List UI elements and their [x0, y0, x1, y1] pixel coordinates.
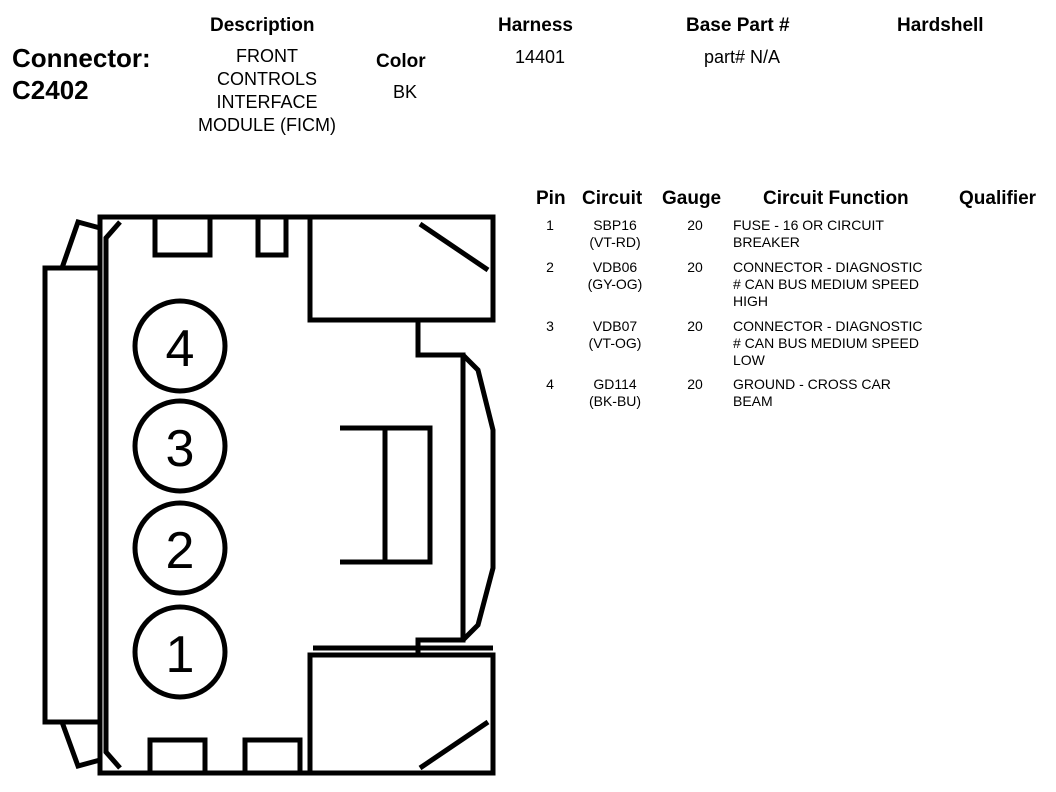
gauge-cell: 20 [687, 318, 703, 334]
pin-column-header: Pin [536, 188, 566, 209]
bottom-notch-left [147, 737, 208, 776]
base-part-value: part# N/A [703, 47, 781, 67]
circuit-cell: VDB07 (VT-OG) [570, 318, 660, 352]
pin-number-label: 3 [166, 420, 195, 478]
function-line: BEAM [733, 393, 773, 409]
description-line: INTERFACE [216, 92, 318, 112]
pin-number-label: 1 [166, 626, 195, 684]
pin-cavity-1 [132, 604, 228, 700]
circuit-cell: VDB06 (GY-OG) [570, 259, 660, 293]
circuit-column-header: Circuit [582, 188, 643, 209]
pin-cavity-2 [132, 500, 228, 596]
connector-id: C2402 [12, 75, 89, 105]
function-line: LOW [733, 352, 765, 368]
lock-ramp [461, 353, 496, 642]
connector-title: Connector: C2402 [12, 42, 151, 106]
function-line: # CAN BUS MEDIUM SPEED [733, 335, 919, 351]
function-line: # CAN BUS MEDIUM SPEED [733, 276, 919, 292]
gauge-cell: 20 [687, 259, 703, 275]
function-column-header: Circuit Function [763, 188, 909, 209]
gauge-cell: 20 [687, 376, 703, 392]
pin-cell: 2 [546, 259, 554, 275]
circuit-color: (VT-RD) [589, 234, 641, 250]
base-part-header: Base Part # [686, 15, 790, 36]
hardshell-header: Hardshell [897, 15, 984, 36]
pin-cavity-4 [132, 298, 228, 394]
circuit-color: (BK-BU) [588, 393, 642, 409]
pin-number-label: 2 [166, 522, 195, 580]
function-cell: GROUND - CROSS CAR BEAM [733, 376, 958, 410]
circuit-color: (GY-OG) [587, 276, 643, 292]
top-notch-right [255, 214, 289, 258]
harness-value: 14401 [514, 47, 566, 67]
upper-latch [307, 217, 418, 323]
function-line: CONNECTOR - DIAGNOSTIC [733, 318, 923, 334]
bottom-notch-right [242, 737, 303, 776]
circuit-cell: GD114 (BK-BU) [570, 376, 660, 410]
function-line: CONNECTOR - DIAGNOSTIC [733, 259, 923, 275]
gauge-column-header: Gauge [662, 188, 722, 209]
color-value: BK [392, 82, 417, 102]
description-header: Description [210, 15, 315, 36]
function-cell: FUSE - 16 OR CIRCUIT BREAKER [733, 217, 958, 251]
upper-latch-corner [418, 221, 490, 273]
description-line: FRONT [236, 46, 298, 66]
pin-cavity-3 [132, 398, 228, 494]
function-cell: CONNECTOR - DIAGNOSTIC # CAN BUS MEDIUM … [733, 259, 958, 310]
color-header: Color [376, 51, 426, 72]
pin-cell: 4 [546, 376, 554, 392]
harness-header: Harness [498, 15, 573, 36]
description-line: CONTROLS [216, 69, 317, 89]
circuit-code: VDB06 [592, 259, 638, 275]
lower-latch [307, 652, 418, 773]
connector-label: Connector: [12, 43, 151, 73]
circuit-code: VDB07 [592, 318, 638, 334]
function-line: GROUND - CROSS CAR [733, 376, 891, 392]
function-line: FUSE - 16 OR CIRCUIT [733, 217, 884, 233]
circuit-cell: SBP16 (VT-RD) [570, 217, 660, 251]
description-value: FRONT CONTROLS INTERFACE MODULE (FICM) [157, 45, 377, 137]
connector-inner-housing [103, 220, 122, 770]
lower-latch-corner [418, 719, 490, 771]
gauge-cell: 20 [687, 217, 703, 233]
function-cell: CONNECTOR - DIAGNOSTIC # CAN BUS MEDIUM … [733, 318, 958, 369]
function-line: HIGH [733, 293, 768, 309]
top-notch-left [152, 214, 213, 258]
connector-left-rail [42, 218, 101, 770]
pin-cell: 1 [546, 217, 554, 233]
qualifier-column-header: Qualifier [959, 188, 1037, 209]
description-line: MODULE (FICM) [198, 115, 336, 135]
circuit-color: (VT-OG) [588, 335, 642, 351]
pin-number-label: 4 [166, 320, 195, 378]
pin-cell: 3 [546, 318, 554, 334]
function-line: BREAKER [733, 234, 800, 250]
circuit-code: GD114 [593, 376, 637, 392]
circuit-code: SBP16 [593, 217, 637, 233]
